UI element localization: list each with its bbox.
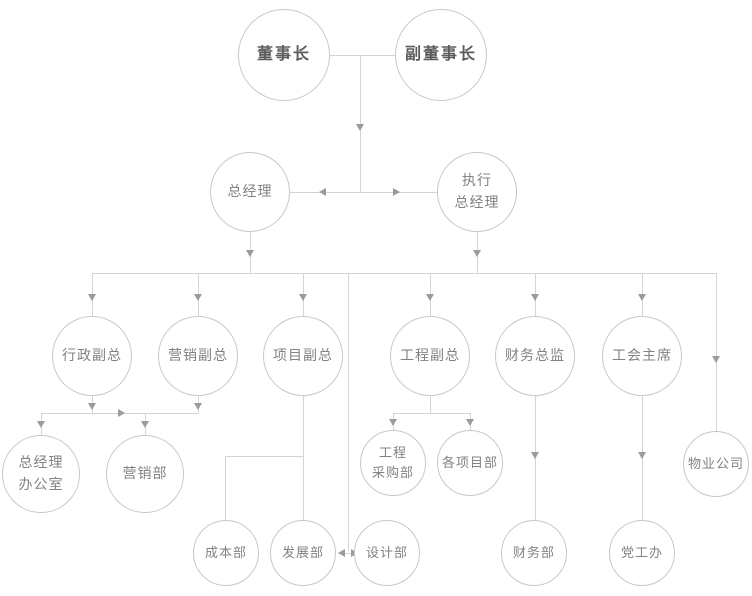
node-chairman: 董事长	[238, 9, 330, 101]
node-label: 发展部	[281, 544, 324, 560]
node-label: 采购部	[371, 465, 414, 480]
node-label: 营销副总	[168, 347, 228, 364]
node-label: 执行	[462, 172, 492, 189]
arrow-down-icon	[194, 403, 202, 410]
node-finance-dept: 财务部	[501, 520, 567, 586]
node-label: 工程	[378, 444, 407, 460]
node-general-manager: 总经理	[210, 152, 290, 232]
node-label: 物业公司	[687, 455, 744, 471]
node-label: 副董事长	[404, 45, 477, 63]
node-cost-dept: 成本部	[193, 520, 259, 586]
arrow-left-icon	[319, 188, 326, 196]
node-party-worker-office: 党工办	[609, 520, 675, 586]
node-label: 设计部	[365, 544, 408, 560]
node-label: 工会主席	[612, 347, 672, 364]
node-label: 财务部	[512, 544, 555, 560]
arrow-down-icon	[531, 452, 539, 459]
connector-line	[303, 396, 304, 521]
node-label: 总经理	[227, 183, 273, 200]
arrow-down-icon	[88, 294, 96, 301]
arrow-down-icon	[356, 124, 364, 131]
node-property-company: 物业公司	[683, 431, 749, 497]
arrow-down-icon	[141, 421, 149, 428]
connector-line	[393, 413, 471, 414]
node-marketing-dept: 营销部	[106, 435, 184, 513]
node-project-depts: 各项目部	[437, 430, 503, 496]
connector-line	[430, 396, 431, 414]
connector-line	[330, 55, 396, 56]
arrow-down-icon	[531, 294, 539, 301]
arrow-left-icon	[338, 549, 345, 557]
connector-line	[290, 192, 438, 193]
node-engineering-vp: 工程副总	[390, 316, 470, 396]
arrow-down-icon	[466, 419, 474, 426]
connector-line	[225, 456, 304, 457]
arrow-down-icon	[426, 294, 434, 301]
node-label: 行政副总	[62, 347, 122, 364]
node-union-chairman: 工会主席	[602, 316, 682, 396]
arrow-down-icon	[473, 250, 481, 257]
connector-line	[716, 273, 717, 432]
arrow-right-icon	[393, 188, 400, 196]
arrow-down-icon	[638, 294, 646, 301]
node-label: 总经理	[454, 194, 500, 210]
node-label: 成本部	[204, 544, 247, 560]
node-vice-chairman: 副董事长	[395, 9, 487, 101]
arrow-down-icon	[37, 421, 45, 428]
node-label: 总经理	[18, 454, 64, 471]
arrow-down-icon	[712, 356, 720, 363]
arrow-down-icon	[299, 294, 307, 301]
node-label: 办公室	[18, 476, 64, 492]
node-marketing-vp: 营销副总	[158, 316, 238, 396]
connector-line	[92, 273, 717, 274]
arrow-right-icon	[118, 409, 125, 417]
arrow-down-icon	[88, 403, 96, 410]
node-engineering-procurement-dept: 工程采购部	[360, 430, 426, 496]
node-development-dept: 发展部	[270, 520, 336, 586]
node-finance-director: 财务总监	[495, 316, 575, 396]
node-admin-vp: 行政副总	[52, 316, 132, 396]
node-gm-office: 总经理办公室	[2, 435, 80, 513]
node-label: 董事长	[256, 45, 311, 63]
node-design-dept: 设计部	[354, 520, 420, 586]
node-label: 营销部	[122, 465, 168, 482]
node-label: 财务总监	[505, 347, 565, 364]
connector-line	[348, 273, 349, 551]
node-label: 党工办	[620, 544, 663, 560]
connector-line	[338, 553, 359, 554]
arrow-down-icon	[194, 294, 202, 301]
arrow-down-icon	[389, 419, 397, 426]
node-executive-general-manager: 执行总经理	[437, 152, 517, 232]
connector-line	[225, 456, 226, 521]
node-project-vp: 项目副总	[263, 316, 343, 396]
node-label: 工程副总	[400, 347, 460, 364]
node-label: 项目副总	[273, 347, 333, 364]
arrow-down-icon	[638, 452, 646, 459]
arrow-down-icon	[246, 250, 254, 257]
node-label: 各项目部	[441, 454, 498, 470]
